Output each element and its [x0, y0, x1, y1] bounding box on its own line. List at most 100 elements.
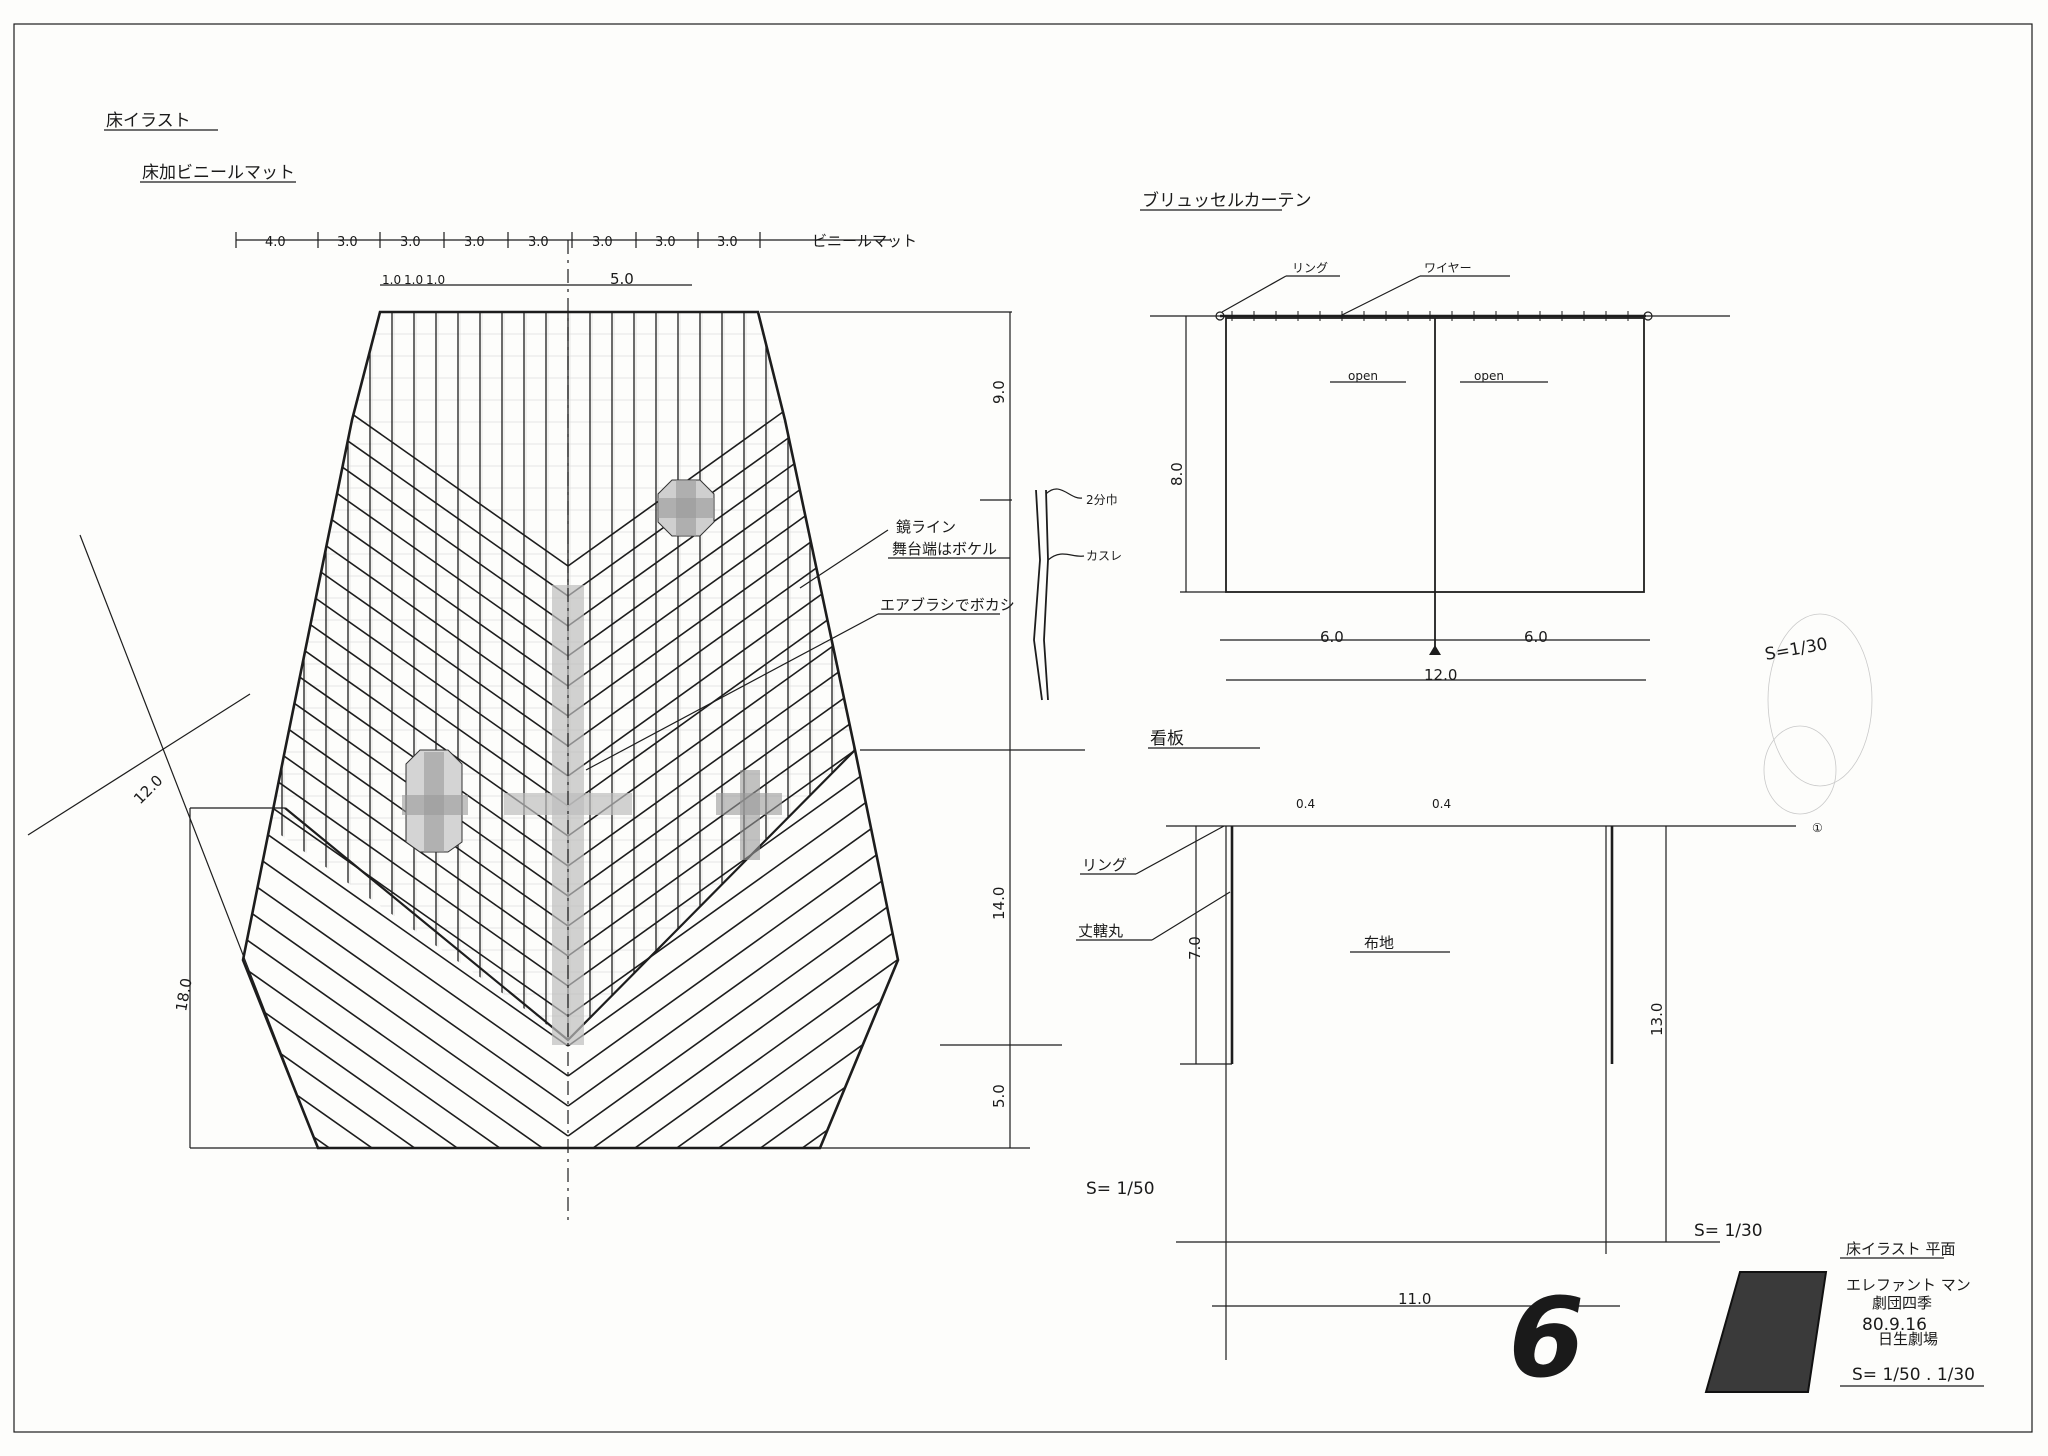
diagonal-strip-left: [243, 837, 569, 1077]
logo-mark: 6: [1497, 1271, 1828, 1403]
diagonal-strip-right: [567, 927, 898, 1148]
tb-heading: 床イラスト 平面: [1846, 1240, 1955, 1258]
curtain-scale: S=1/30: [1763, 634, 1829, 665]
diagonal-strip-left: [230, 1168, 568, 1406]
diagonal-strip-left: [243, 777, 569, 1017]
tb-date: 80.9.16: [1862, 1315, 1927, 1335]
top-dim-label: 3.0: [717, 235, 738, 250]
note-airbrush-leader: [585, 613, 879, 771]
diagonal-strip-right: [567, 867, 898, 1107]
diagonal-strip-right: [567, 507, 898, 747]
diagonal-strip-right: [567, 387, 898, 627]
diagonal-strip-left: [243, 477, 569, 717]
diagonal-strip-right: [568, 1288, 900, 1456]
open-right: open: [1474, 369, 1504, 383]
signboard-left-height: 7.0: [1186, 936, 1204, 960]
right-dim-14: 14.0: [990, 887, 1008, 920]
signboard-dim-b: 0.4: [1432, 797, 1451, 811]
left-dim-12: 12.0: [130, 771, 166, 807]
wire-leader: [1339, 275, 1421, 317]
diagonal-strip-right: [567, 537, 898, 777]
diagonal-strip-right: [567, 1137, 898, 1148]
diagonal-strip-right: [568, 1198, 900, 1436]
ring-left: [1215, 311, 1225, 321]
signboard-title: 看板: [1150, 729, 1184, 749]
signboard-ring-label: リング: [1082, 856, 1127, 874]
diagonal-strip-left: [243, 1137, 569, 1148]
curtain-hooks: [1231, 311, 1629, 321]
top-dim-label: 3.0: [655, 235, 676, 250]
curtain-half-right: 6.0: [1524, 628, 1548, 646]
signboard-bar-leader: [1151, 891, 1231, 941]
cross-mark-right: [716, 770, 782, 860]
cross-mark-left: [402, 749, 468, 853]
diagonal-strip-left: [243, 1017, 569, 1148]
small-dim-1: 1.0: [382, 273, 401, 287]
diagonal-strip-left: [243, 327, 569, 567]
left-dim-12-line: [27, 693, 251, 836]
curtain-wire-label: ワイヤー: [1424, 261, 1472, 275]
note-stage-edge: 舞台端はボケル: [892, 540, 997, 558]
tb-venue: 日生劇場: [1878, 1330, 1938, 1348]
top-dim-label: 3.0: [337, 235, 358, 250]
diagonal-strip-left: [230, 1258, 568, 1456]
diagonal-strip-right: [567, 447, 898, 687]
signboard-bar-label: 丈轄丸: [1078, 922, 1123, 940]
diagonal-strip-left: [243, 957, 569, 1148]
signboard-dim-a: 0.4: [1296, 797, 1315, 811]
diagonal-strip-left: [243, 927, 569, 1148]
title-block: 床イラスト 平面 エレファント マン 劇団四季 80.9.16 日生劇場 S= …: [1497, 1240, 1984, 1403]
diagonal-strip-left: [243, 507, 569, 747]
diagonal-strip-right: [567, 987, 898, 1148]
top-dim-label: 4.0: [265, 235, 286, 250]
strip-fade-label: カスレ: [1086, 549, 1122, 563]
smudge-2: [1763, 725, 1837, 815]
signboard-scale: S= 1/30: [1694, 1221, 1763, 1241]
diagonal-strip-right: [567, 477, 898, 717]
signboard-right-height: 13.0: [1648, 1003, 1666, 1036]
open-left: open: [1348, 369, 1378, 383]
left-diagonal-ext: [79, 534, 319, 1149]
sheet-subtitle: 床加ビニールマット: [142, 163, 295, 183]
strip-width-label: 2分巾: [1086, 493, 1118, 507]
signboard-width: 11.0: [1398, 1290, 1431, 1308]
strip-detail: 2分巾 カスレ: [1033, 488, 1122, 701]
note-stage-edge-leader: [799, 529, 889, 589]
diagonal-strip-left: [243, 987, 569, 1148]
diagonal-strip-right: [567, 327, 898, 567]
small-dim-3: 1.0: [426, 273, 445, 287]
diagonal-strip-left: [230, 1228, 568, 1456]
diagonal-strip-right: [567, 807, 898, 1047]
small-dim-2: 1.0: [404, 273, 423, 287]
top-dim-tail: ビニールマット: [812, 232, 917, 250]
right-dim-9: 9.0: [990, 380, 1008, 404]
curtain-ring-label: リング: [1292, 261, 1328, 275]
diagonal-strip-left: [243, 867, 569, 1107]
span-dim: 5.0: [610, 270, 634, 288]
diagonal-strip-right: [568, 1258, 900, 1456]
signboard-cloth: 布地: [1364, 934, 1394, 952]
diagonal-strip-right: [567, 837, 898, 1077]
diagonal-strip-right: [567, 717, 898, 957]
top-dim-label: 3.0: [528, 235, 549, 250]
note-airbrush: エアブラシでボカシ: [880, 596, 1015, 614]
diagonal-strip-left: [243, 357, 569, 597]
diagonal-strip-left: [230, 1198, 568, 1436]
top-dim-label: 3.0: [400, 235, 421, 250]
note-mirror-line: 鏡ライン: [896, 518, 956, 536]
diagonal-strip-right: [568, 1228, 900, 1456]
smudge-1: [1767, 613, 1873, 787]
diagonal-strip-right: [567, 747, 898, 987]
diagonal-strip-left: [243, 747, 569, 987]
tb-company: 劇団四季: [1872, 1294, 1932, 1312]
diagonal-strip-left: [230, 1288, 568, 1456]
diagonal-strip-right: [567, 1017, 898, 1148]
curtain-title: ブリュッセルカーテン: [1142, 190, 1312, 211]
diagonal-strip-left: [243, 387, 569, 627]
left-dim-18: 18.0: [172, 977, 196, 1013]
tb-show: エレファント マン: [1846, 1276, 1971, 1294]
diagonal-strip-left: [243, 897, 569, 1137]
right-dim-5: 5.0: [990, 1084, 1008, 1108]
